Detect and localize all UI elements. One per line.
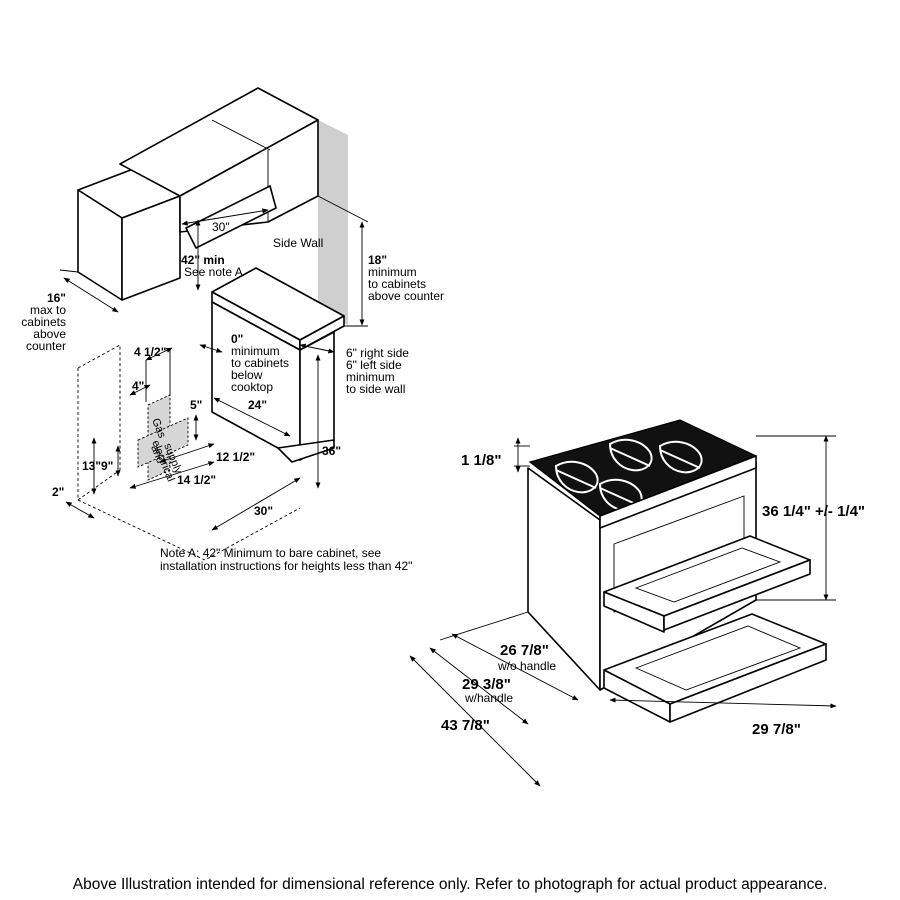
label-16: 16" bbox=[47, 291, 66, 305]
dim-30-width bbox=[211, 477, 301, 531]
range-footprint-dashed bbox=[77, 344, 301, 561]
label-14half: 14 1/2" bbox=[177, 473, 216, 487]
label-43-7-8: 43 7/8" bbox=[441, 717, 490, 734]
installation-diagram: Gas and electrical supply 30" Side Wall … bbox=[21, 87, 444, 573]
label-26-7-8-sub: w/o handle bbox=[497, 659, 556, 673]
note-a-line2: installation instructions for heights le… bbox=[160, 559, 412, 573]
label-side-wall: Side Wall bbox=[273, 236, 323, 250]
label-0: 0" bbox=[231, 332, 243, 346]
label-13: 13" bbox=[82, 459, 101, 473]
dim-29-7-8 bbox=[609, 697, 837, 709]
label-5: 5" bbox=[190, 398, 202, 412]
label-42-min: 42" min bbox=[181, 253, 225, 267]
side-wall-shade bbox=[318, 120, 348, 325]
label-16-line4: counter bbox=[26, 339, 66, 353]
label-6-line2: 6" left side bbox=[346, 358, 402, 372]
label-0-line1: minimum bbox=[231, 344, 280, 358]
disclaimer-footer: Above Illustration intended for dimensio… bbox=[72, 876, 828, 893]
label-30-hood: 30" bbox=[212, 220, 230, 234]
label-4half: 4 1/2" bbox=[134, 345, 166, 359]
label-0-line4: cooktop bbox=[231, 380, 273, 394]
label-18: 18" bbox=[368, 253, 387, 267]
dim-43-7-8 bbox=[409, 655, 541, 787]
label-0-line3: below bbox=[231, 368, 263, 382]
dim-12half bbox=[159, 443, 215, 463]
dim-2 bbox=[65, 501, 95, 519]
label-4: 4" bbox=[132, 379, 144, 393]
label-18-line2: to cabinets bbox=[368, 277, 426, 291]
label-6-line3: minimum bbox=[346, 370, 395, 384]
label-24: 24" bbox=[248, 398, 267, 412]
label-6-line4: to side wall bbox=[346, 382, 405, 396]
label-26-7-8: 26 7/8" bbox=[500, 642, 549, 659]
label-9: 9" bbox=[101, 459, 113, 473]
label-16-line1: max to bbox=[30, 303, 66, 317]
hood-cabinet bbox=[119, 87, 319, 249]
label-29-3-8-sub: w/handle bbox=[464, 691, 513, 705]
label-6-line1: 6" right side bbox=[346, 346, 409, 360]
dim-14half bbox=[129, 461, 215, 489]
dim-16-max bbox=[63, 277, 119, 313]
dim-6-side bbox=[299, 343, 335, 354]
label-16-line3: above bbox=[33, 327, 66, 341]
label-29-3-8: 29 3/8" bbox=[462, 676, 511, 693]
label-16-line2: cabinets bbox=[21, 315, 66, 329]
dim-4half bbox=[145, 347, 173, 361]
label-18-line3: above counter bbox=[368, 289, 444, 303]
dim-24-depth bbox=[213, 397, 291, 437]
range-diagram: 1 1/8" 36 1/4" +/- 1/4" 26 7/8" w/o hand… bbox=[409, 419, 865, 787]
label-36-1-4: 36 1/4" +/- 1/4" bbox=[762, 503, 865, 520]
gas-electrical-supply-area: Gas and electrical supply bbox=[137, 394, 189, 483]
dim-4 bbox=[129, 384, 151, 396]
label-2: 2" bbox=[52, 485, 64, 499]
label-29-7-8: 29 7/8" bbox=[752, 721, 801, 738]
label-see-note: See note A bbox=[184, 265, 243, 279]
label-0-line2: to cabinets bbox=[231, 356, 289, 370]
note-a-line1: Note A: 42" Minimum to bare cabinet, see bbox=[160, 546, 381, 560]
label-30-width: 30" bbox=[254, 504, 273, 518]
dim-0-min bbox=[199, 344, 223, 353]
label-1-1-8: 1 1/8" bbox=[461, 452, 501, 469]
label-18-line1: minimum bbox=[368, 265, 417, 279]
label-12half: 12 1/2" bbox=[216, 450, 255, 464]
label-36: 36" bbox=[322, 444, 341, 458]
